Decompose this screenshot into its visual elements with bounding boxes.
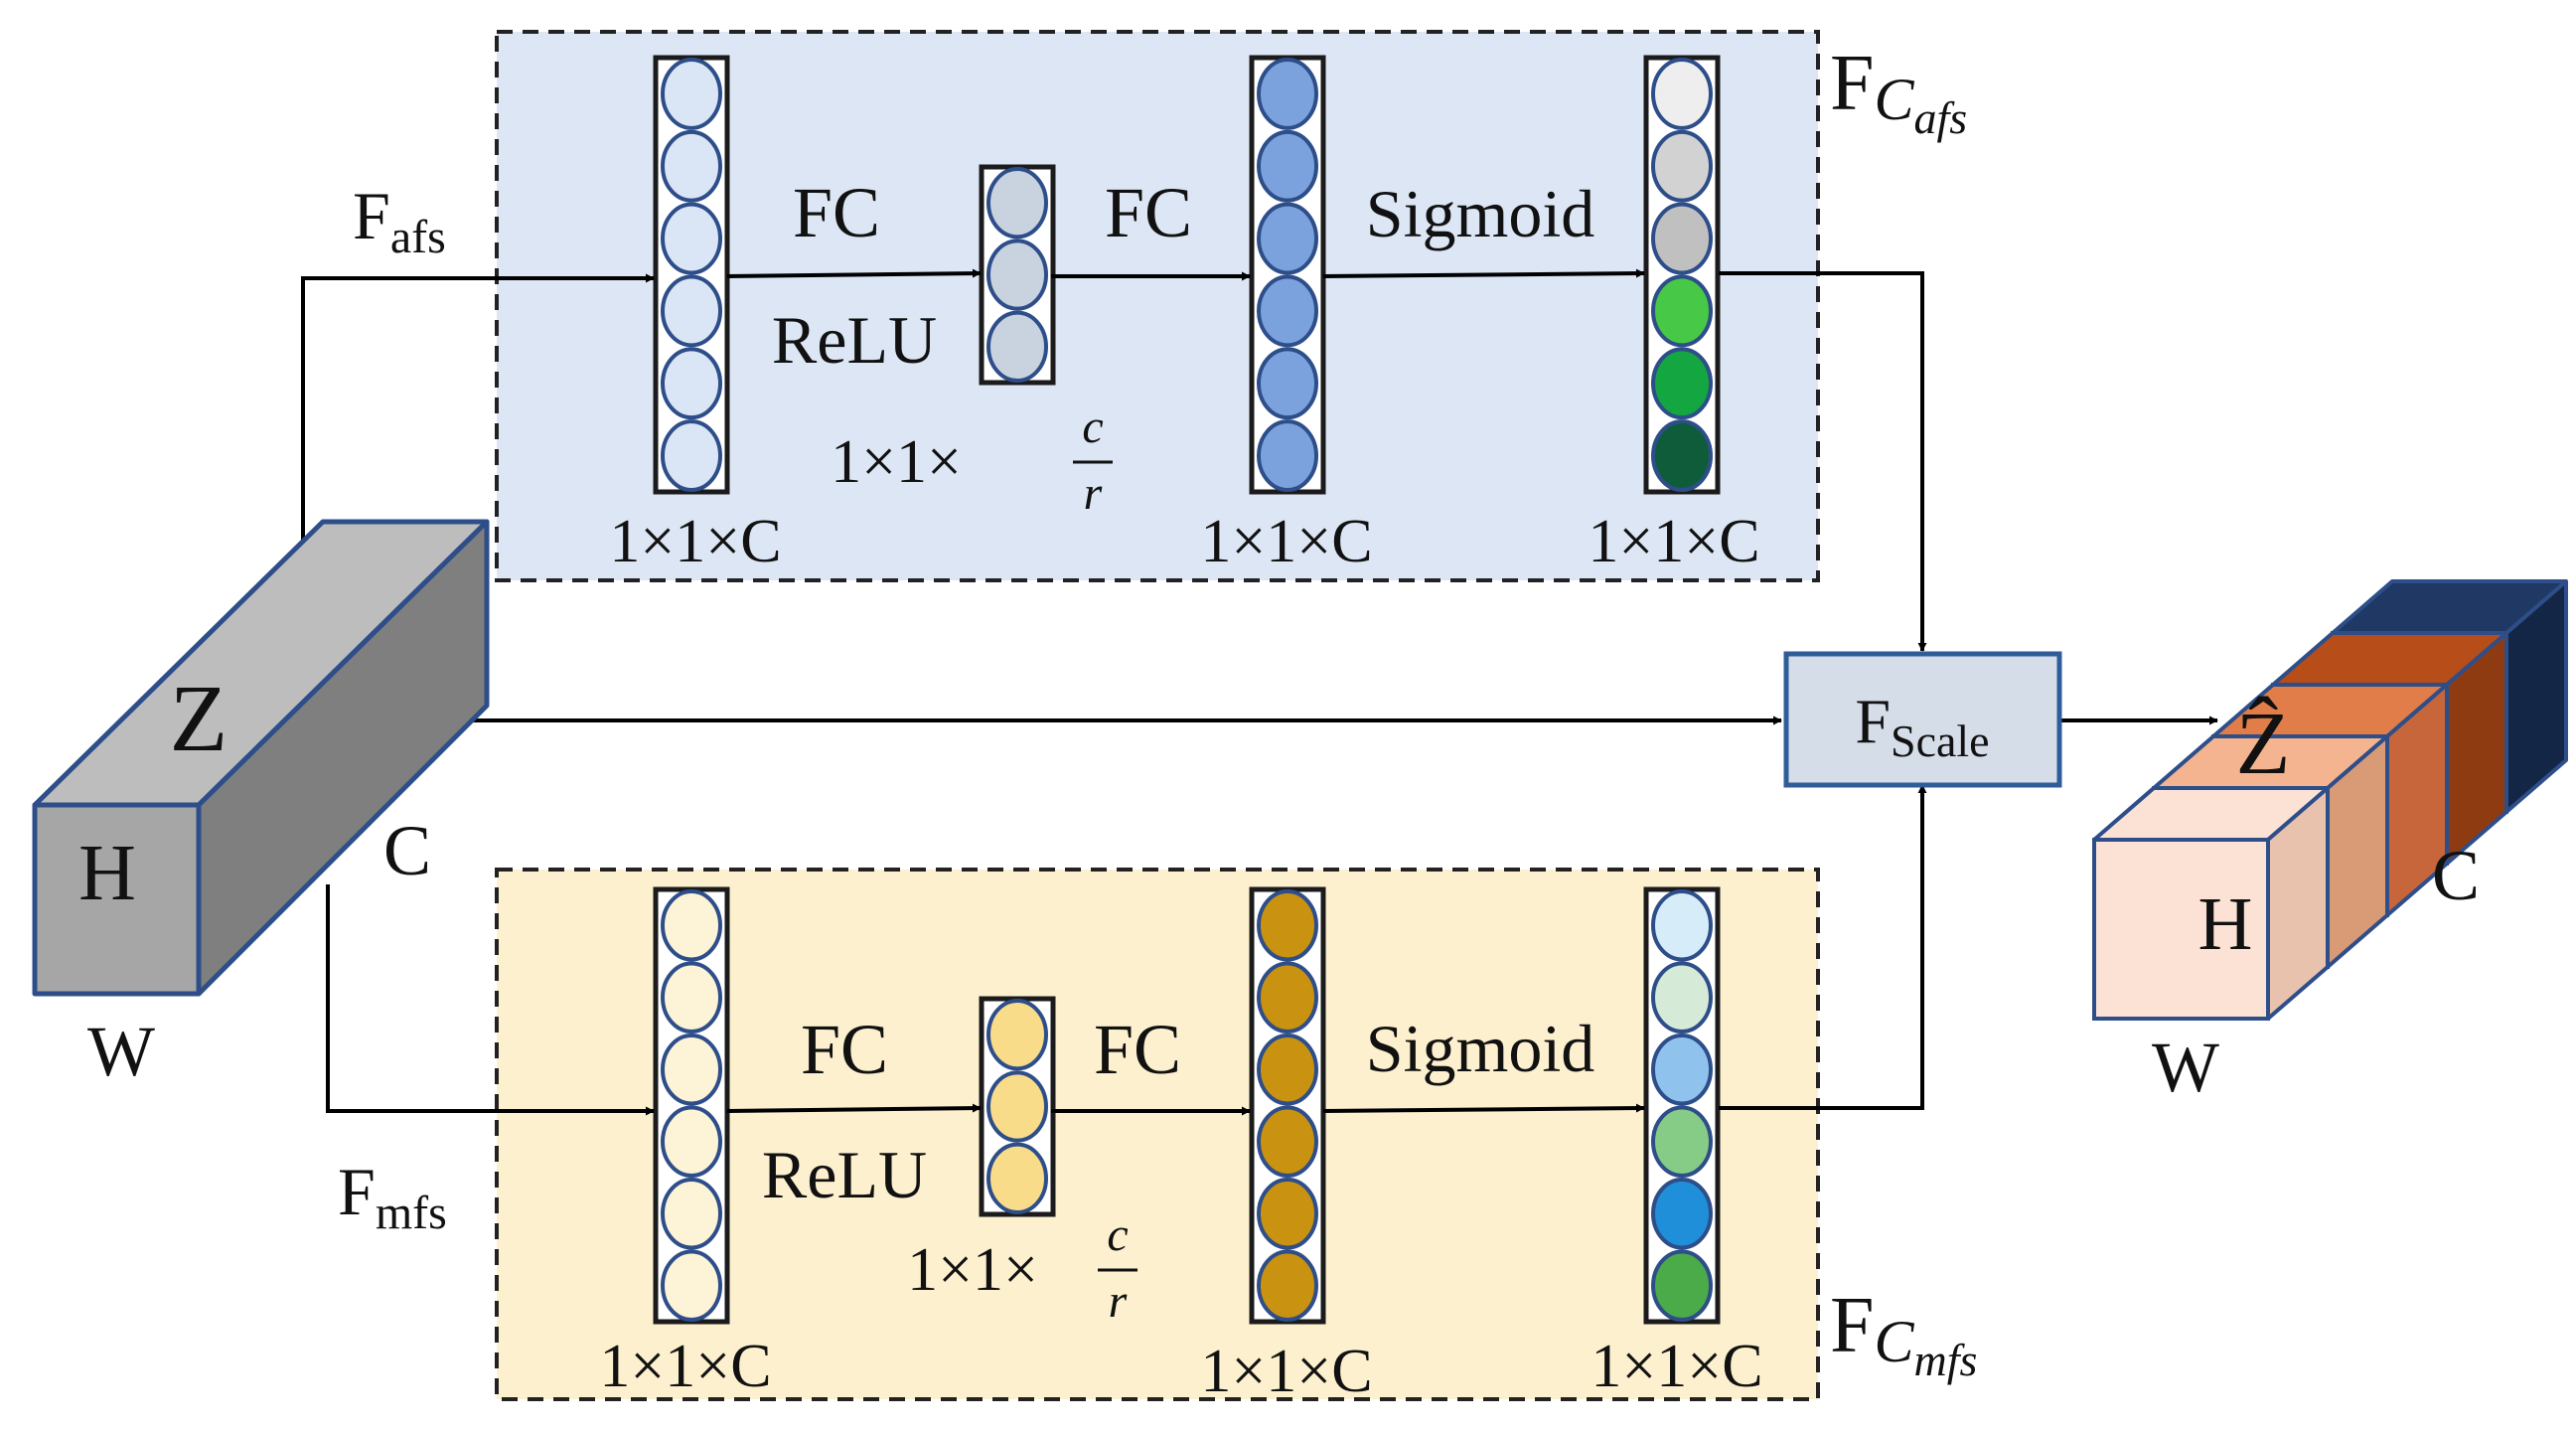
- afs-act1-label: ReLU: [772, 302, 937, 378]
- afs-vector-2-denominator: r: [1084, 467, 1103, 520]
- mfs-vector-4-cell: [1651, 1105, 1713, 1178]
- mfs-vector-4: [1643, 886, 1721, 1325]
- afs-vector-2: [979, 164, 1056, 386]
- afs-vector-3-cell: [1257, 202, 1318, 275]
- scale-node-label: FScale: [1855, 686, 1989, 766]
- mfs-vector-1: [653, 886, 730, 1325]
- mfs-vector-3-cell: [1257, 1105, 1318, 1178]
- mfs-vector-1-cell: [661, 1178, 722, 1250]
- output-tensor-height-label: H: [2198, 882, 2253, 966]
- mfs-box-label: FCmfs: [1830, 1282, 1977, 1385]
- input-tensor-width-label: W: [87, 1012, 155, 1091]
- afs-arrow-fc1: [726, 268, 982, 278]
- mfs-fc2-label: FC: [1094, 1010, 1181, 1089]
- mfs-vector-2-numerator: c: [1107, 1208, 1128, 1261]
- mfs-vector-4-cell: [1651, 1249, 1713, 1322]
- scale-node: [1783, 651, 2062, 788]
- afs-vector-4-cell: [1651, 347, 1713, 420]
- mfs-vector-1-cell: [661, 1249, 722, 1322]
- mfs-vector-2-cell: [986, 1070, 1048, 1143]
- afs-vector-1: [653, 55, 730, 495]
- input-tensor-height-label: H: [78, 830, 136, 917]
- afs-vector-4-label: 1×1×C: [1588, 508, 1759, 575]
- mfs-arrow-sigmoid: [1322, 1103, 1645, 1113]
- output-tensor-channels-label: C: [2432, 836, 2480, 915]
- output-tensor-width-label: W: [2152, 1028, 2219, 1107]
- mfs-vector-1-cell: [661, 1105, 722, 1178]
- mfs-vector-3-cell: [1257, 1034, 1318, 1106]
- mfs-vector-1-label: 1×1×C: [599, 1333, 771, 1400]
- input-tensor-channels-label: C: [383, 811, 431, 890]
- afs-fc1-label: FC: [793, 173, 880, 252]
- mfs-output-arrow: [1719, 784, 1927, 1110]
- afs-vector-2-cell: [986, 167, 1048, 239]
- mfs-vector-2-cell: [986, 998, 1048, 1071]
- afs-vector-1-label: 1×1×C: [609, 508, 781, 575]
- mfs-vector-2-denominator: r: [1109, 1275, 1128, 1328]
- afs-act2-label: Sigmoid: [1366, 176, 1595, 251]
- afs-arrow-sigmoid: [1322, 268, 1645, 278]
- mfs-vector-4-cell: [1651, 1034, 1713, 1106]
- mfs-act2-label: Sigmoid: [1366, 1011, 1595, 1086]
- mfs-vector-2-cell: [986, 1142, 1048, 1215]
- afs-vector-3: [1249, 55, 1326, 495]
- afs-vector-2-cell: [986, 310, 1048, 384]
- mfs-act1-label: ReLU: [762, 1137, 927, 1212]
- mfs-vector-3-cell: [1257, 1178, 1318, 1250]
- afs-vector-4-cell: [1651, 202, 1713, 275]
- mfs-fc1-label: FC: [801, 1010, 888, 1089]
- mfs-vector-3-cell: [1257, 1249, 1318, 1322]
- afs-vector-1-cell: [661, 57, 722, 130]
- afs-input-arrow: [301, 273, 655, 606]
- mfs-vector-1-cell: [661, 961, 722, 1034]
- output-tensor: [2092, 579, 2568, 1021]
- afs-box-label: FCafs: [1830, 40, 1967, 143]
- mfs-vector-4-cell: [1651, 961, 1713, 1034]
- afs-vector-2-numerator: c: [1082, 400, 1103, 453]
- mfs-vector-4-cell: [1651, 889, 1713, 962]
- mfs-arrow-fc1: [726, 1103, 982, 1113]
- afs-fc2-label: FC: [1105, 173, 1192, 252]
- mfs-vector-1-cell: [661, 889, 722, 962]
- afs-vector-1-cell: [661, 274, 722, 348]
- afs-vector-3-cell: [1257, 347, 1318, 420]
- afs-vector-3-cell: [1257, 57, 1318, 130]
- mfs-input-arrow: [326, 884, 655, 1116]
- afs-input-label: Fafs: [353, 178, 446, 263]
- mfs-vector-4-cell: [1651, 1178, 1713, 1250]
- mfs-vector-4-label: 1×1×C: [1591, 1333, 1762, 1400]
- afs-vector-3-cell: [1257, 274, 1318, 348]
- afs-vector-3-label: 1×1×C: [1200, 508, 1372, 575]
- afs-vector-1-cell: [661, 202, 722, 275]
- afs-vector-1-cell: [661, 347, 722, 420]
- afs-vector-2-label: 1×1×: [831, 428, 962, 496]
- afs-vector-1-cell: [661, 419, 722, 493]
- afs-vector-3-cell: [1257, 129, 1318, 203]
- mfs-vector-3-cell: [1257, 961, 1318, 1034]
- mfs-vector-3-label: 1×1×C: [1200, 1338, 1372, 1405]
- afs-output-arrow: [1719, 271, 1927, 652]
- input-tensor-front-face: [32, 802, 202, 997]
- mfs-input-label: Fmfs: [338, 1154, 447, 1239]
- afs-vector-4-cell: [1651, 57, 1713, 130]
- output-slice-front: [2092, 838, 2270, 1021]
- afs-vector-1-cell: [661, 129, 722, 203]
- connectors: [301, 268, 2218, 1116]
- afs-vector-4-cell: [1651, 419, 1713, 493]
- mfs-vector-1-cell: [661, 1034, 722, 1106]
- afs-vector-3-cell: [1257, 419, 1318, 493]
- afs-vector-4: [1643, 55, 1721, 495]
- mfs-vector-2: [979, 996, 1056, 1217]
- afs-vector-4-cell: [1651, 274, 1713, 348]
- afs-vector-2-cell: [986, 239, 1048, 311]
- input-tensor-name: Z: [170, 665, 228, 771]
- mfs-vector-3-cell: [1257, 889, 1318, 962]
- output-tensor-name: Ẑ: [2236, 695, 2291, 793]
- mfs-vector-3: [1249, 886, 1326, 1325]
- mfs-vector-2-label: 1×1×: [907, 1236, 1038, 1304]
- input-tensor: [32, 519, 490, 997]
- afs-vector-4-cell: [1651, 129, 1713, 203]
